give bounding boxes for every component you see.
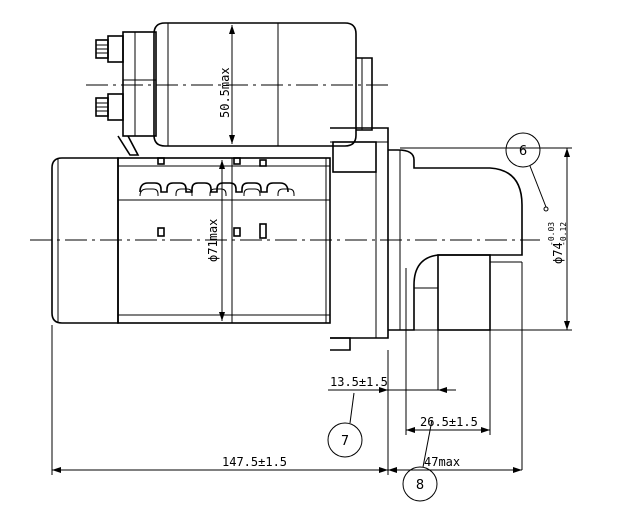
dimension-label-74: ϕ74 — [551, 242, 565, 264]
dimension-147-5: 147.5±1.5 — [51, 325, 389, 475]
dimension-26-5: 26.5±1.5 — [406, 415, 490, 433]
dimension-tol-lower: -0.12 — [559, 222, 568, 246]
svg-text:7: 7 — [341, 434, 349, 449]
solenoid-assembly — [86, 22, 392, 156]
dimension-label-50-5: 50.5max — [218, 67, 232, 118]
terminal-stud-lower — [95, 93, 124, 121]
dimension-label-147-5: 147.5±1.5 — [222, 455, 287, 469]
brush-holder-band — [139, 182, 289, 193]
dimension-body-diameter: ϕ71max — [206, 160, 225, 321]
dimension-pilot-diameter: ϕ74 -0.03 -0.12 — [400, 147, 572, 331]
callout-6: 6 — [505, 132, 547, 208]
callout-7: 7 — [327, 392, 363, 458]
dimension-label-71: ϕ71max — [206, 219, 220, 262]
dimension-13-5: 13.5±1.5 — [328, 375, 456, 393]
dimension-label-26-5: 26.5±1.5 — [420, 415, 478, 429]
dimension-label-13-5: 13.5±1.5 — [330, 375, 388, 389]
motor-body — [51, 127, 523, 470]
terminal-stud-upper — [95, 35, 124, 63]
svg-text:6: 6 — [519, 144, 527, 159]
callout-8: 8 — [402, 419, 438, 502]
dimension-tol-upper: -0.03 — [547, 222, 556, 246]
dimension-47: 47max — [388, 455, 522, 473]
dimension-solenoid-diameter: 50.5max — [218, 25, 235, 144]
svg-text:8: 8 — [416, 478, 424, 493]
dimension-label-47: 47max — [424, 455, 460, 469]
